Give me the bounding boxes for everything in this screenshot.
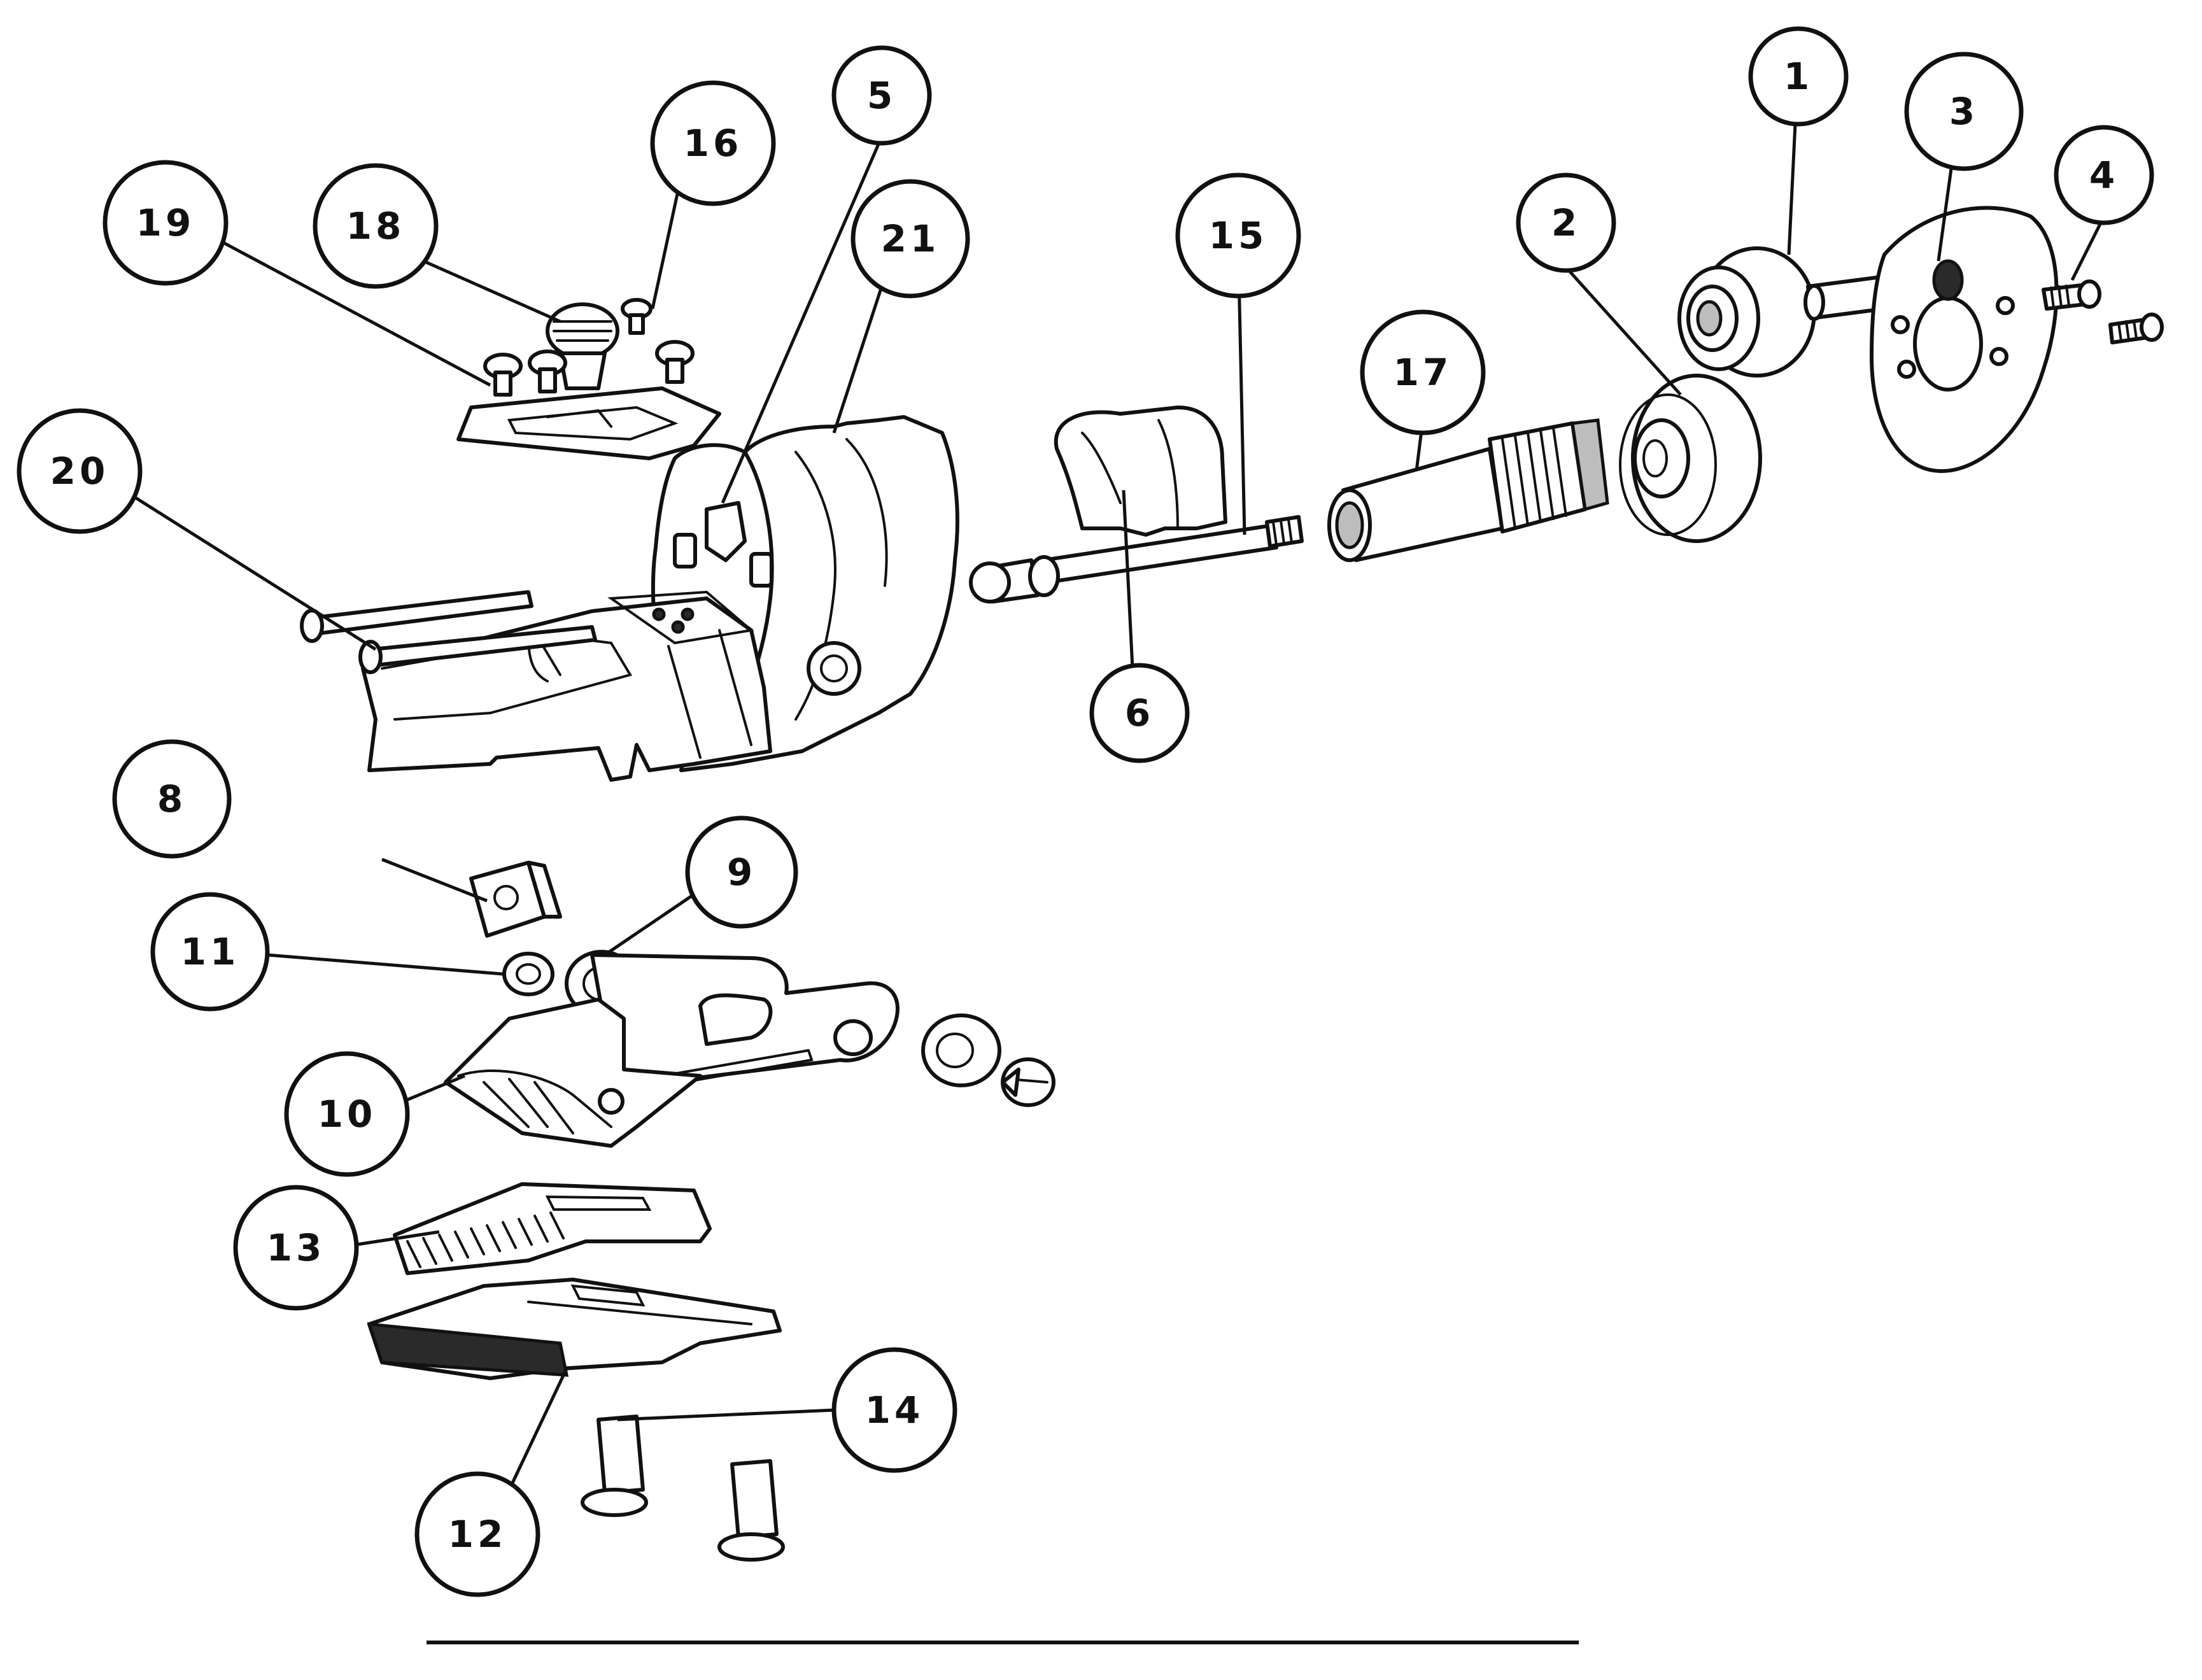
cutting-blade-upper	[393, 1182, 712, 1275]
callout-3-label: 3	[1949, 90, 1979, 133]
mounting-plate	[1870, 206, 2059, 473]
callout-16: 16	[650, 80, 776, 206]
callout-12: 12	[414, 1471, 540, 1597]
callout-4: 4	[2054, 125, 2154, 225]
callout-11-label: 11	[181, 930, 240, 973]
cutting-blade-lower	[367, 1278, 782, 1380]
callout-16-label: 16	[684, 122, 743, 165]
blade-screws	[581, 1415, 785, 1562]
bearing-disc	[1619, 374, 1762, 543]
callout-6: 6	[1089, 663, 1190, 763]
callout-2-label: 2	[1551, 201, 1581, 244]
callout-2: 2	[1516, 173, 1616, 273]
callout-5-label: 5	[867, 74, 896, 117]
callout-10-label: 10	[318, 1092, 377, 1136]
cam-block	[469, 861, 562, 938]
retaining-clip	[1054, 406, 1227, 537]
callout-13-label: 13	[267, 1226, 326, 1269]
callout-19: 19	[102, 160, 229, 286]
callout-21-label: 21	[881, 217, 940, 260]
callout-17-label: 17	[1394, 351, 1453, 394]
callout-15-label: 15	[1209, 214, 1268, 257]
callout-15: 15	[1175, 173, 1301, 299]
rotor-assembly	[1327, 418, 1609, 562]
callout-1-label: 1	[1784, 55, 1813, 98]
leader-lines	[132, 124, 2103, 1491]
callout-17: 17	[1360, 309, 1486, 435]
callout-18-label: 18	[346, 204, 406, 248]
callout-18: 18	[313, 163, 439, 289]
callout-5: 5	[831, 45, 932, 146]
small-screws	[2042, 279, 2164, 344]
callout-10: 10	[284, 1051, 410, 1177]
callout-8: 8	[112, 739, 232, 859]
body-frame	[300, 590, 772, 782]
callout-1: 1	[1748, 26, 1849, 127]
callout-13: 13	[233, 1185, 359, 1311]
callout-21: 21	[850, 179, 970, 299]
callout-3: 3	[1904, 52, 2024, 171]
callout-14-label: 14	[865, 1388, 924, 1432]
callout-8-label: 8	[157, 777, 187, 821]
callout-12-label: 12	[448, 1513, 507, 1556]
callout-20: 20	[17, 408, 143, 534]
callout-9-label: 9	[727, 851, 756, 894]
drive-lever	[444, 953, 1055, 1148]
callout-4-label: 4	[2089, 153, 2119, 197]
callout-20-label: 20	[50, 449, 109, 493]
top-plate-assembly	[456, 298, 721, 460]
callout-19-label: 19	[136, 201, 195, 244]
callout-9: 9	[685, 815, 798, 929]
callout-6-label: 6	[1125, 691, 1154, 735]
callout-11: 11	[150, 892, 270, 1012]
callout-14: 14	[831, 1347, 957, 1473]
